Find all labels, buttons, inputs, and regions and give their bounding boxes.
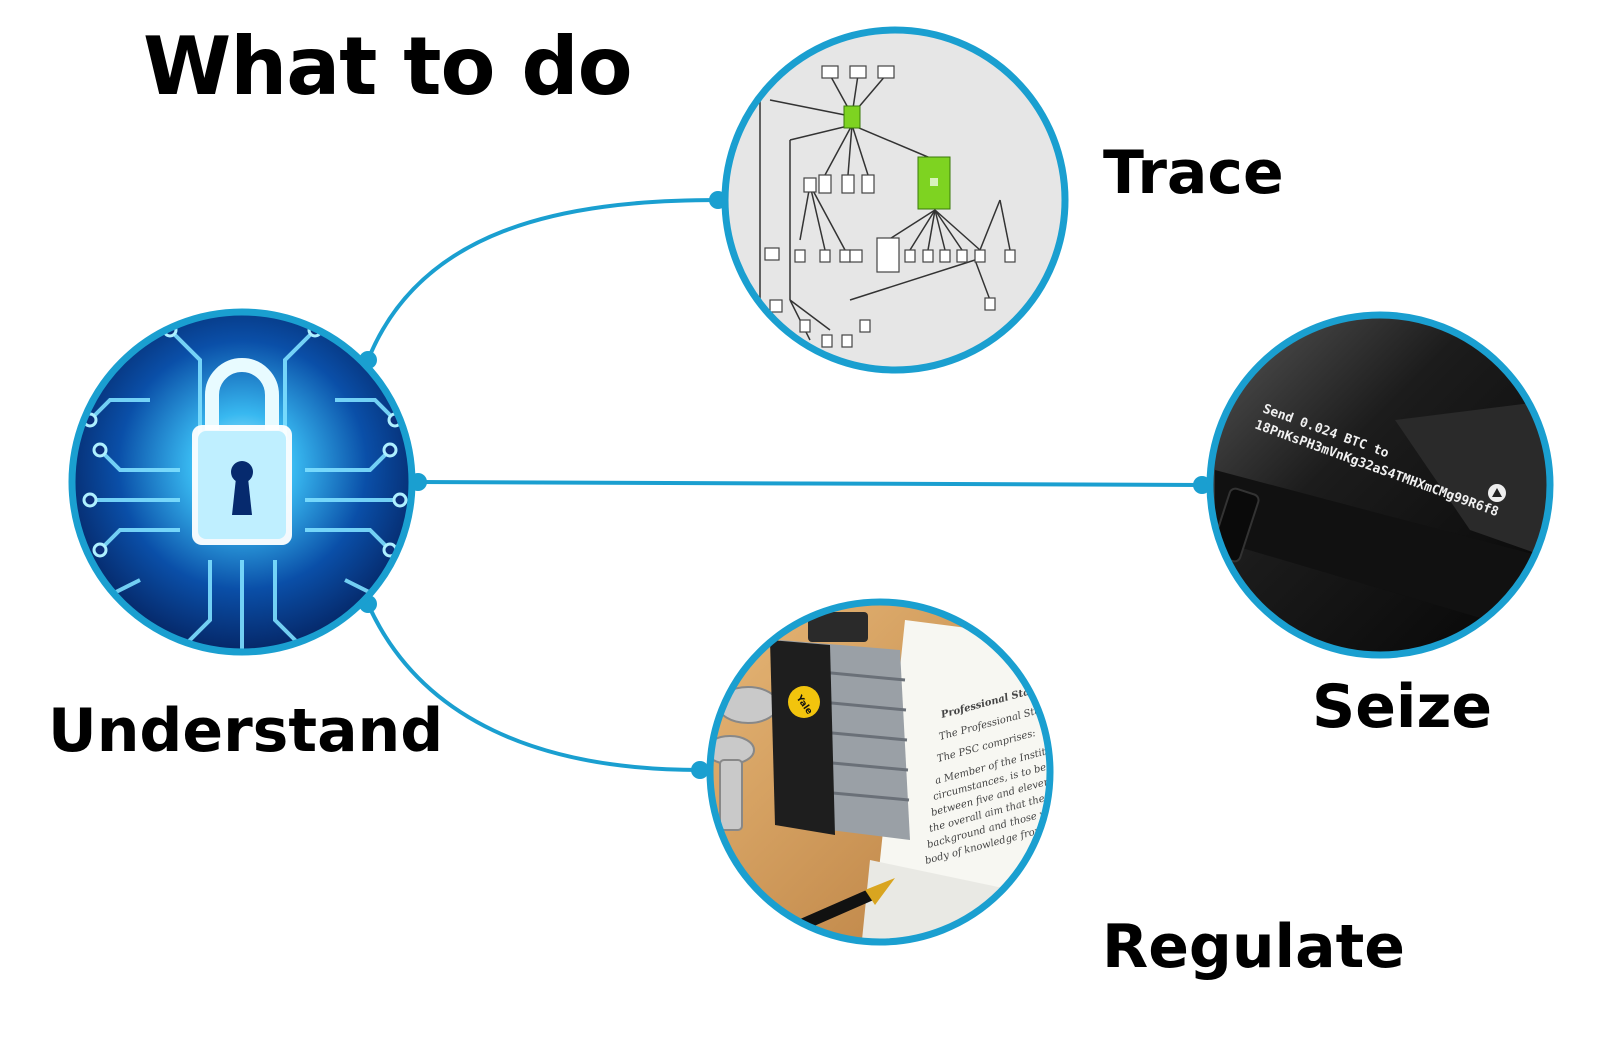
connector-understand-regulate bbox=[366, 603, 701, 772]
node-label-understand: Understand bbox=[48, 696, 444, 766]
connector-understand-trace bbox=[366, 198, 719, 361]
node-label-trace: Trace bbox=[1103, 138, 1284, 208]
connector-lines bbox=[366, 198, 1203, 772]
transaction-graph-image bbox=[721, 26, 1069, 374]
circuit-padlock-icon bbox=[68, 308, 416, 656]
node-label-regulate: Regulate bbox=[1102, 912, 1405, 982]
padlock-on-document-image: Professional Standards C The Professiona… bbox=[706, 598, 1054, 946]
diagram-title: What to do bbox=[143, 20, 633, 113]
connector-understand-seize bbox=[417, 480, 1203, 487]
node-label-seize: Seize bbox=[1312, 672, 1493, 742]
hardware-wallet-image: Send 0.024 BTC to 18PnKsPH3mVnKg32aS4TMH… bbox=[1206, 311, 1554, 659]
